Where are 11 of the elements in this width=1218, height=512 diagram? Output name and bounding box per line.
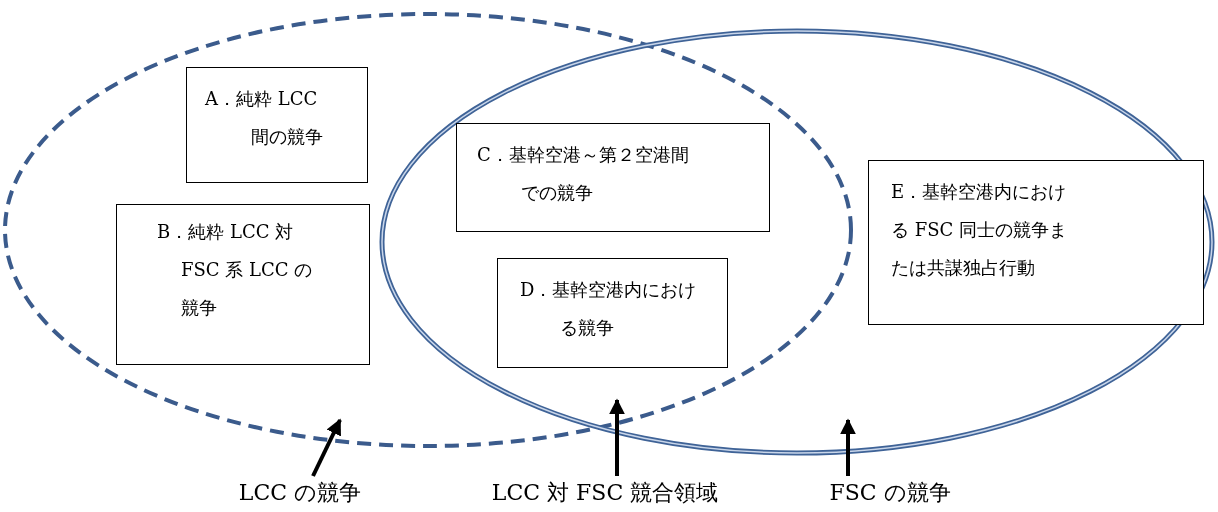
caption-label: FSC の競争 — [790, 478, 990, 510]
arrow — [840, 418, 856, 476]
text-box: E．基幹空港内における FSC 同士の競争または共謀独占行動 — [868, 160, 1204, 325]
text-box: B．純粋 LCC 対 FSC 系 LCC の競争 — [116, 204, 370, 365]
text-box: A．純粋 LCC間の競争 — [186, 67, 368, 183]
text-box: D．基幹空港内における競争 — [497, 258, 728, 368]
arrow — [311, 418, 342, 477]
text-box: C．基幹空港～第２空港間での競争 — [456, 123, 770, 232]
caption-label: LCC の競争 — [210, 478, 390, 510]
arrow — [609, 398, 625, 476]
caption-label: LCC 対 FSC 競合領域 — [450, 478, 760, 510]
